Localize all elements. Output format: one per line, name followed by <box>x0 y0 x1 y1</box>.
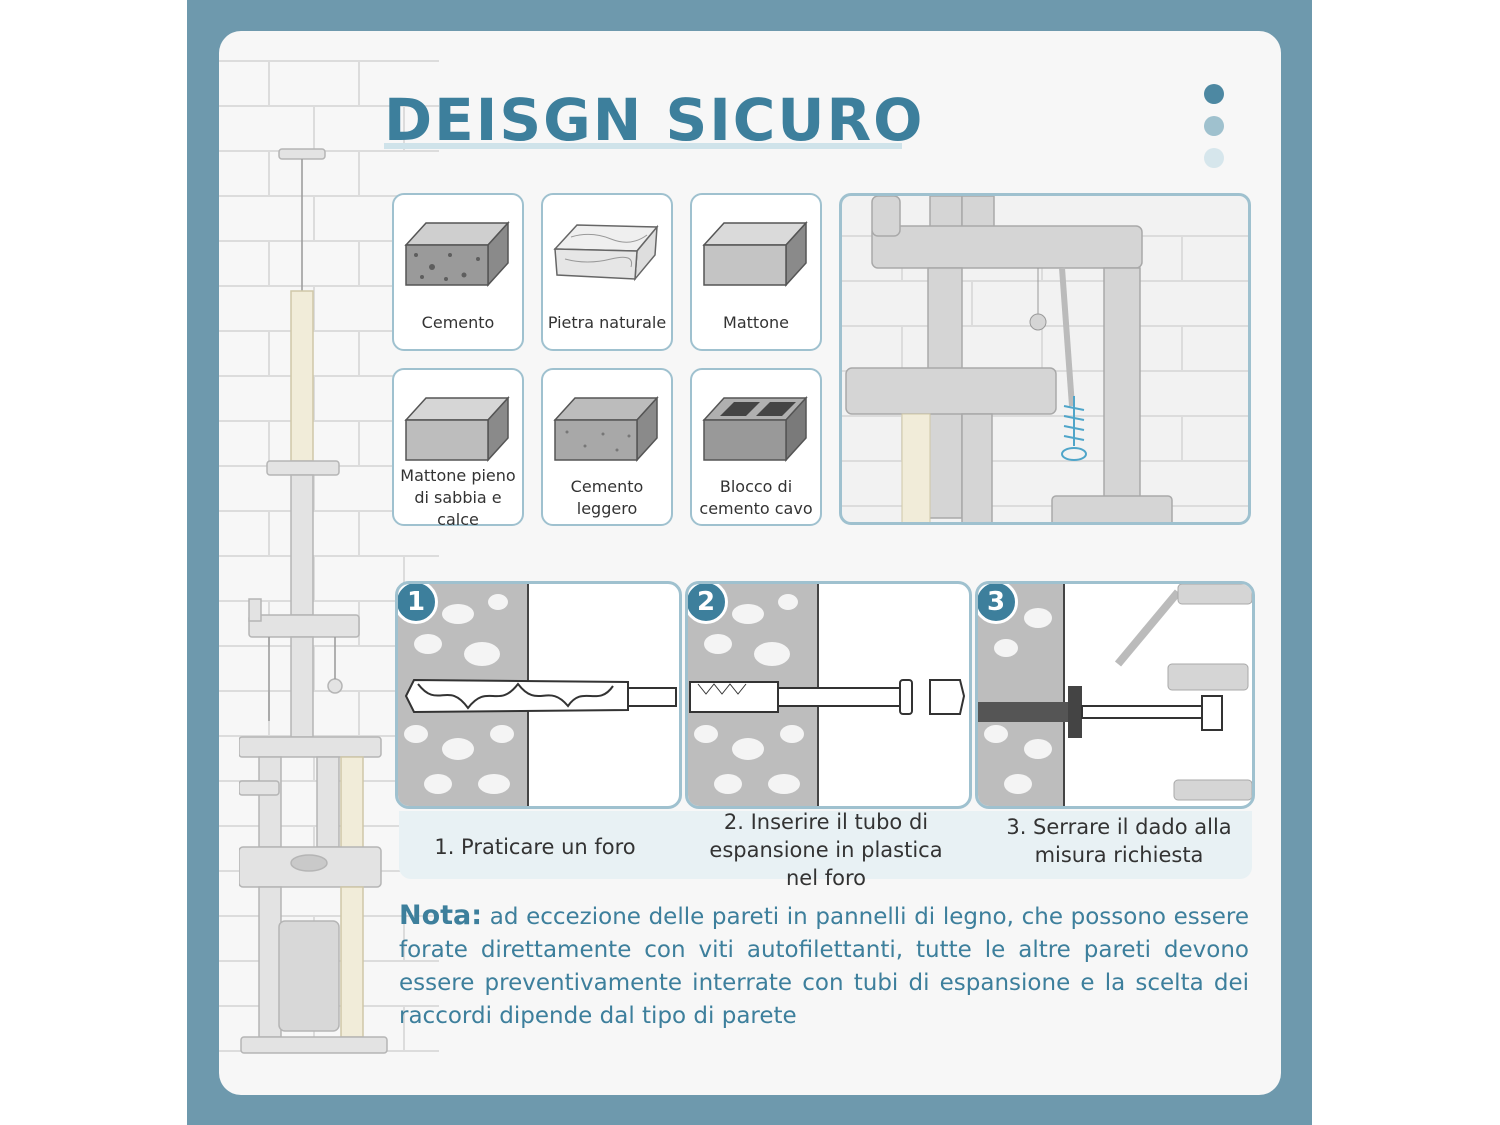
brick-icon <box>702 221 808 287</box>
material-tile-mattone-pieno: Mattone pieno di sabbia e calce <box>392 368 524 529</box>
sand-lime-brick-icon <box>404 396 510 462</box>
page-title: DEISGN SICURO <box>384 86 925 154</box>
natural-stone-icon <box>553 224 659 282</box>
material-tile-cemento-leggero: Cemento leggero <box>541 368 673 526</box>
drill-hole-illustration <box>398 584 677 806</box>
step-3-caption: 3. Serrare il dado alla misura richiesta <box>1006 815 1232 867</box>
material-label: Cemento leggero <box>570 477 644 518</box>
step-2-panel: 2 <box>685 581 972 809</box>
lightweight-concrete-icon <box>553 396 659 462</box>
insert-anchor-illustration <box>688 584 966 806</box>
material-label: Blocco di cemento cavo <box>699 477 813 518</box>
step-3-panel: 3 <box>975 581 1255 809</box>
info-card: DEISGN SICURO Cemento Pietra naturale Ma <box>219 31 1281 1095</box>
cat-tree-illustration <box>239 148 388 1054</box>
material-label: Pietra naturale <box>547 313 667 332</box>
product-detail-photo <box>839 193 1251 525</box>
carousel-dot-1 <box>1204 84 1224 104</box>
step-caption-band <box>399 811 1252 879</box>
material-label: Cemento <box>421 313 495 332</box>
tighten-nut-illustration <box>978 584 1252 806</box>
step-number-badge: 2 <box>688 584 728 624</box>
carousel-dot-2 <box>1204 116 1224 136</box>
material-label: Mattone pieno di sabbia e calce <box>400 466 516 529</box>
step-1-panel: 1 <box>395 581 682 809</box>
material-label: Mattone <box>723 313 789 332</box>
material-tile-mattone: Mattone <box>690 193 822 351</box>
step-number-badge: 3 <box>978 584 1018 624</box>
note-paragraph: Nota: ad eccezione delle pareti in panne… <box>399 899 1249 1033</box>
step-number-badge: 1 <box>398 584 438 624</box>
note-label: Nota: <box>399 900 483 931</box>
note-text: ad eccezione delle pareti in pannelli di… <box>399 904 1249 1029</box>
step-2-caption: 2. Inserire il tubo di espansione in pla… <box>709 810 943 890</box>
material-tile-pietra: Pietra naturale <box>541 193 673 351</box>
step-1-caption: 1. Praticare un foro <box>434 835 636 859</box>
concrete-block-icon <box>404 221 510 287</box>
carousel-dot-3 <box>1204 148 1224 168</box>
screw-icon <box>1061 396 1087 461</box>
title-underline <box>384 143 902 149</box>
hollow-concrete-block-icon <box>702 396 808 462</box>
material-tile-blocco-cavo: Blocco di cemento cavo <box>690 368 822 526</box>
material-tile-cemento: Cemento <box>392 193 524 351</box>
